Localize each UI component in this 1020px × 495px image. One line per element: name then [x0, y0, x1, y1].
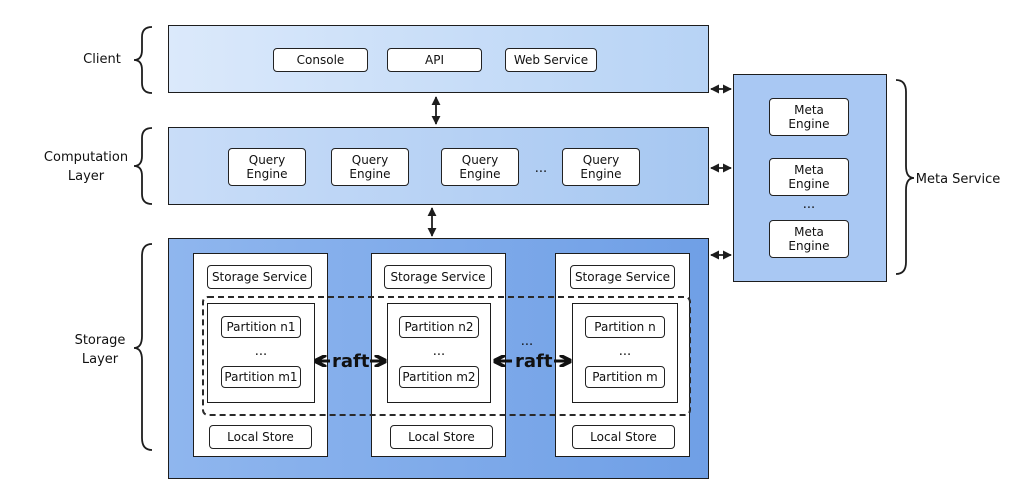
raft-replication-group [202, 296, 691, 416]
api-box: API [387, 48, 482, 72]
partition-box: Partition n [585, 316, 665, 338]
partition-ellipsis: ... [618, 344, 632, 359]
storage-layer-label: Storage Layer [74, 333, 126, 367]
local-store-box: Local Store [572, 425, 675, 449]
query-engine-box: Query Engine [441, 148, 519, 186]
raft-label: raft [515, 351, 553, 372]
storage-service-box: Storage Service [570, 265, 675, 289]
local-store-box: Local Store [390, 425, 493, 449]
meta-engine-box: Meta Engine [769, 98, 849, 136]
query-engine-box: Query Engine [562, 148, 640, 186]
query-engine-box: Query Engine [331, 148, 409, 186]
query-engine-ellipsis: ... [534, 161, 548, 176]
client-label: Client [83, 52, 121, 67]
partition-box: Partition m1 [221, 366, 301, 388]
partition-box: Partition m [585, 366, 665, 388]
query-engine-box: Query Engine [228, 148, 306, 186]
local-store-box: Local Store [209, 425, 312, 449]
meta-engine-box: Meta Engine [769, 158, 849, 196]
storage-node-ellipsis: ... [520, 334, 534, 349]
storage-service-box: Storage Service [207, 265, 312, 289]
meta-engine-ellipsis: ... [802, 197, 816, 212]
partition-box: Partition n2 [399, 316, 479, 338]
raft-label: raft [332, 351, 370, 372]
partition-box: Partition m2 [399, 366, 479, 388]
storage-service-box: Storage Service [384, 265, 492, 289]
partition-ellipsis: ... [254, 344, 268, 359]
web-service-box: Web Service [505, 48, 597, 72]
console-box: Console [273, 48, 368, 72]
client-brace [133, 26, 153, 94]
computation-brace [133, 127, 153, 205]
meta-service-label: Meta Service [915, 172, 1001, 187]
partition-ellipsis: ... [432, 344, 446, 359]
computation-layer-label: Computation Layer [43, 150, 129, 184]
partition-box: Partition n1 [221, 316, 301, 338]
meta-engine-box: Meta Engine [769, 220, 849, 258]
